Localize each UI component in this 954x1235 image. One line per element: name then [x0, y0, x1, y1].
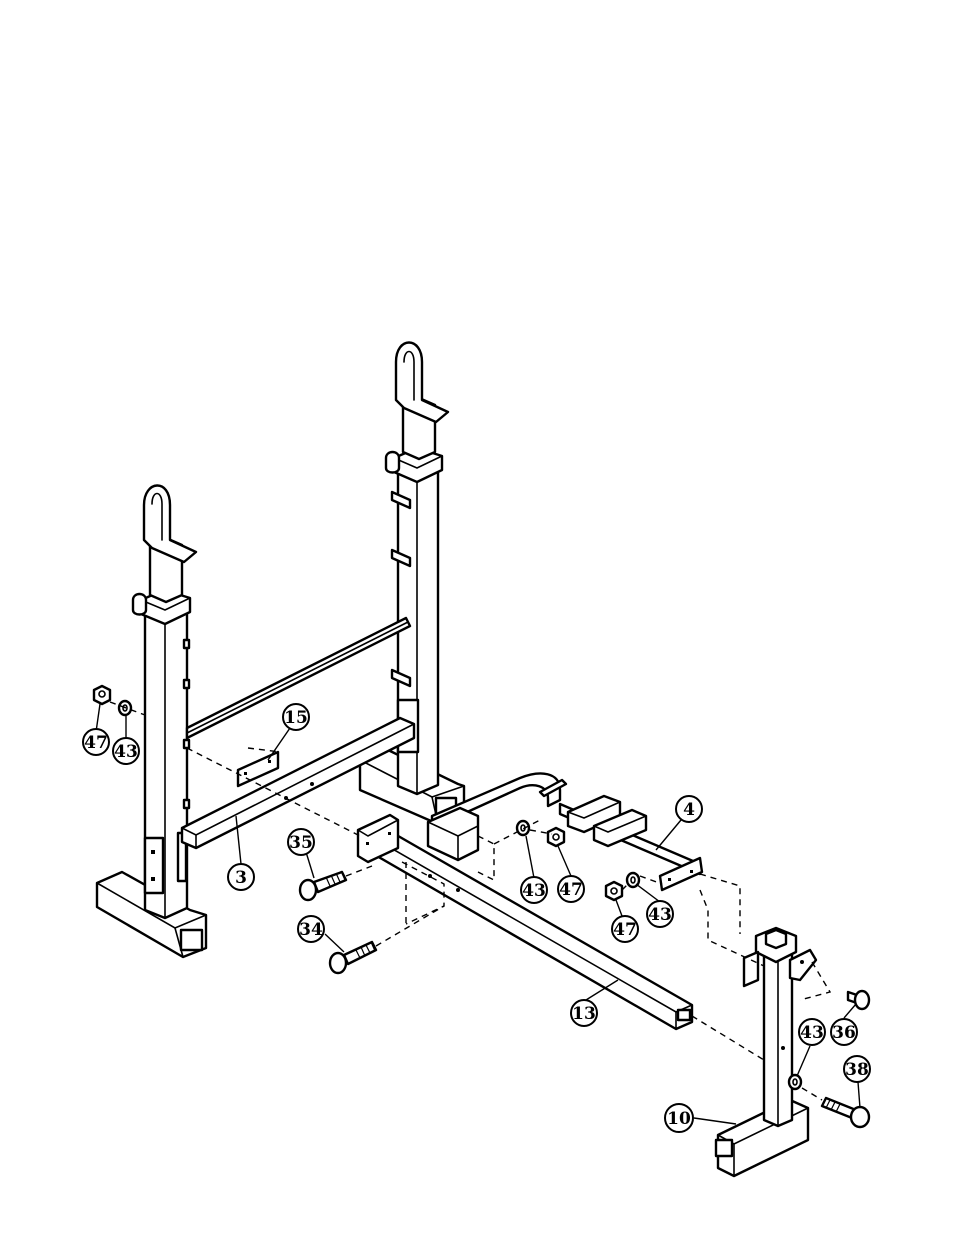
callout-47-right: 47 — [612, 916, 638, 942]
callout-43-left: 43 — [113, 738, 139, 764]
callout-43-right: 43 — [647, 901, 673, 927]
nut-47-right — [606, 882, 622, 900]
callout-label: 38 — [845, 1060, 869, 1080]
callout-47-left: 47 — [83, 729, 109, 755]
callout-label: 13 — [572, 1004, 596, 1024]
nut-47-left — [94, 686, 110, 704]
callout-36: 36 — [831, 1019, 857, 1045]
callout-35: 35 — [288, 829, 314, 855]
callout-label: 47 — [84, 733, 108, 753]
callout-label: 3 — [235, 868, 247, 888]
callout-label: 15 — [284, 708, 308, 728]
callout-34: 34 — [298, 916, 324, 942]
callout-3: 3 — [228, 864, 254, 890]
rear-leg-part-10 — [716, 928, 816, 1176]
plate-part-15 — [238, 752, 278, 786]
callout-43-rear: 43 — [799, 1019, 825, 1045]
callout-4: 4 — [676, 796, 702, 822]
callout-label: 43 — [522, 881, 546, 901]
bolt-36 — [848, 991, 869, 1009]
callout-13: 13 — [571, 1000, 597, 1026]
bolt-34 — [330, 942, 376, 973]
callout-15: 15 — [283, 704, 309, 730]
callout-label: 47 — [559, 880, 583, 900]
callout-label: 43 — [800, 1023, 824, 1043]
callout-38: 38 — [844, 1056, 870, 1082]
callout-label: 43 — [648, 905, 672, 925]
callout-47-center: 47 — [558, 876, 584, 902]
callout-label: 43 — [114, 742, 138, 762]
nut-47-center — [548, 828, 564, 846]
washer-43-center — [517, 821, 529, 835]
washer-43-rear — [789, 1075, 801, 1089]
callout-label: 4 — [683, 800, 695, 820]
callout-label: 47 — [613, 920, 637, 940]
left-upright — [97, 485, 206, 957]
callout-label: 34 — [299, 920, 323, 940]
callout-label: 35 — [289, 833, 313, 853]
bolt-35 — [300, 871, 346, 900]
callout-label: 36 — [832, 1023, 856, 1043]
callout-10: 10 — [665, 1104, 693, 1132]
callout-label: 10 — [667, 1109, 691, 1129]
callout-43-center: 43 — [521, 877, 547, 903]
bolt-38 — [822, 1098, 869, 1127]
